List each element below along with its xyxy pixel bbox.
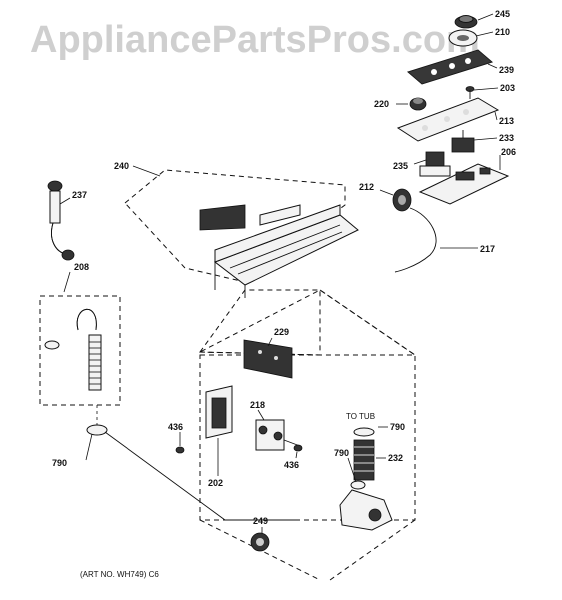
pump-hose-232: [350, 427, 375, 490]
label-210: 210: [495, 27, 510, 37]
label-233: 233: [499, 133, 514, 143]
label-436-right: 436: [284, 460, 299, 470]
watermark: AppliancePartsPros.com: [30, 19, 480, 61]
drain-hose-group-208: [39, 295, 121, 406]
inlet-hose-237: [47, 180, 75, 261]
bracket-229: [243, 339, 293, 379]
label-240: 240: [114, 161, 129, 171]
label-249: 249: [253, 516, 268, 526]
console-240: [124, 169, 359, 298]
art-number: (ART NO. WH749) C6: [80, 570, 159, 579]
cabinet: [199, 289, 417, 581]
pump: [339, 489, 393, 531]
knob-245: [454, 15, 478, 29]
label-208: 208: [74, 262, 89, 272]
switch-212: [392, 188, 412, 212]
label-212: 212: [359, 182, 374, 192]
label-790-top: 790: [390, 422, 405, 432]
coupling-249: [250, 532, 270, 552]
leader-lines: [59, 13, 501, 533]
label-213: 213: [499, 116, 514, 126]
label-206: 206: [501, 147, 516, 157]
water-valve-218: [255, 419, 301, 451]
label-245: 245: [495, 9, 510, 19]
switch-233: [451, 130, 475, 153]
screw-203: [465, 86, 475, 99]
knob-220: [409, 97, 427, 111]
label-217: 217: [480, 244, 495, 254]
label-237: 237: [72, 190, 87, 200]
label-790-left: 790: [52, 458, 67, 468]
valve-panel-202: [205, 385, 233, 439]
screw-436-right: [293, 444, 303, 452]
label-229: 229: [274, 327, 289, 337]
label-220: 220: [374, 99, 389, 109]
drain-hose-208: [44, 308, 102, 391]
clamp-790-left: [86, 424, 108, 436]
drain-line: [104, 431, 300, 521]
label-218: 218: [250, 400, 265, 410]
label-202: 202: [208, 478, 223, 488]
label-235: 235: [393, 161, 408, 171]
screw-436-left: [175, 446, 185, 454]
label-790-mid: 790: [334, 448, 349, 458]
label-436-left: 436: [168, 422, 183, 432]
harness-217: [394, 207, 437, 273]
dial-210: [448, 29, 478, 47]
label-203: 203: [500, 83, 515, 93]
label-239: 239: [499, 65, 514, 75]
label-232: 232: [388, 453, 403, 463]
terminal-block-206: [418, 163, 510, 205]
to-tub-annotation: TO TUB: [346, 412, 375, 421]
timer-235: [419, 151, 451, 177]
